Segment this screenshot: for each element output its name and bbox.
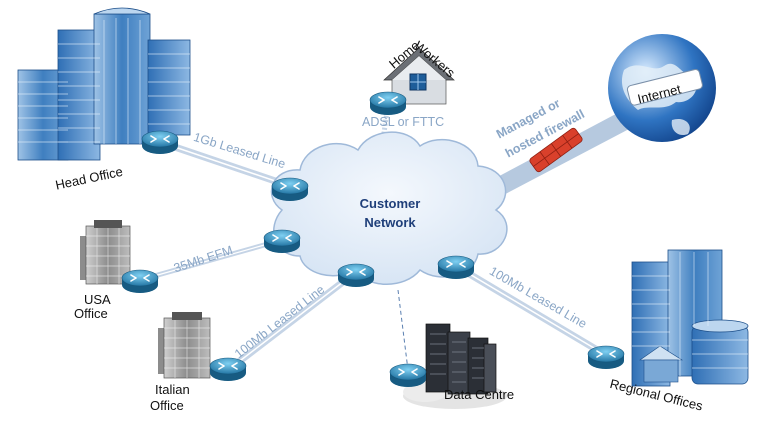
customer-network-label-line2: Network [364, 215, 416, 230]
firewall-icon [529, 127, 583, 173]
italian-office-label-line1: Italian [155, 382, 190, 397]
router-icon-cloud-west [271, 177, 309, 202]
usa-office-label-line2: Office [74, 306, 108, 321]
router-icon-italian [209, 357, 247, 382]
regional-offices-building-icon [631, 249, 749, 387]
customer-network-label-line1: Customer [359, 196, 421, 211]
link-regional [454, 262, 606, 358]
router-icon-cloud-east [437, 255, 475, 280]
head-office-building-icon [17, 7, 191, 161]
usa-office-building-icon [80, 220, 131, 285]
link-usa [139, 237, 283, 283]
router-icon-data-centre [389, 363, 427, 388]
usa-office-label-line1: USA [84, 292, 111, 307]
router-icon-usa [121, 269, 159, 294]
router-icon-regional [587, 345, 625, 370]
internet-globe-icon [608, 34, 716, 142]
link-data-centre [397, 289, 409, 371]
link-italian [225, 269, 359, 373]
router-icon-cloud-south [337, 263, 375, 288]
router-icon-cloud-usa [263, 229, 301, 254]
customer-network-label: Customer Network [340, 194, 440, 232]
data-centre-server-rack-icon [403, 323, 507, 409]
router-icon-head-office [141, 130, 179, 155]
italian-office-building-icon [158, 312, 211, 379]
italian-office-label-line2: Office [150, 398, 184, 413]
router-icon-home [369, 91, 407, 116]
data-centre-label: Data Centre [444, 387, 515, 402]
link-head-office [158, 138, 292, 190]
home-link-label: ADSL or FTTC [362, 115, 445, 129]
